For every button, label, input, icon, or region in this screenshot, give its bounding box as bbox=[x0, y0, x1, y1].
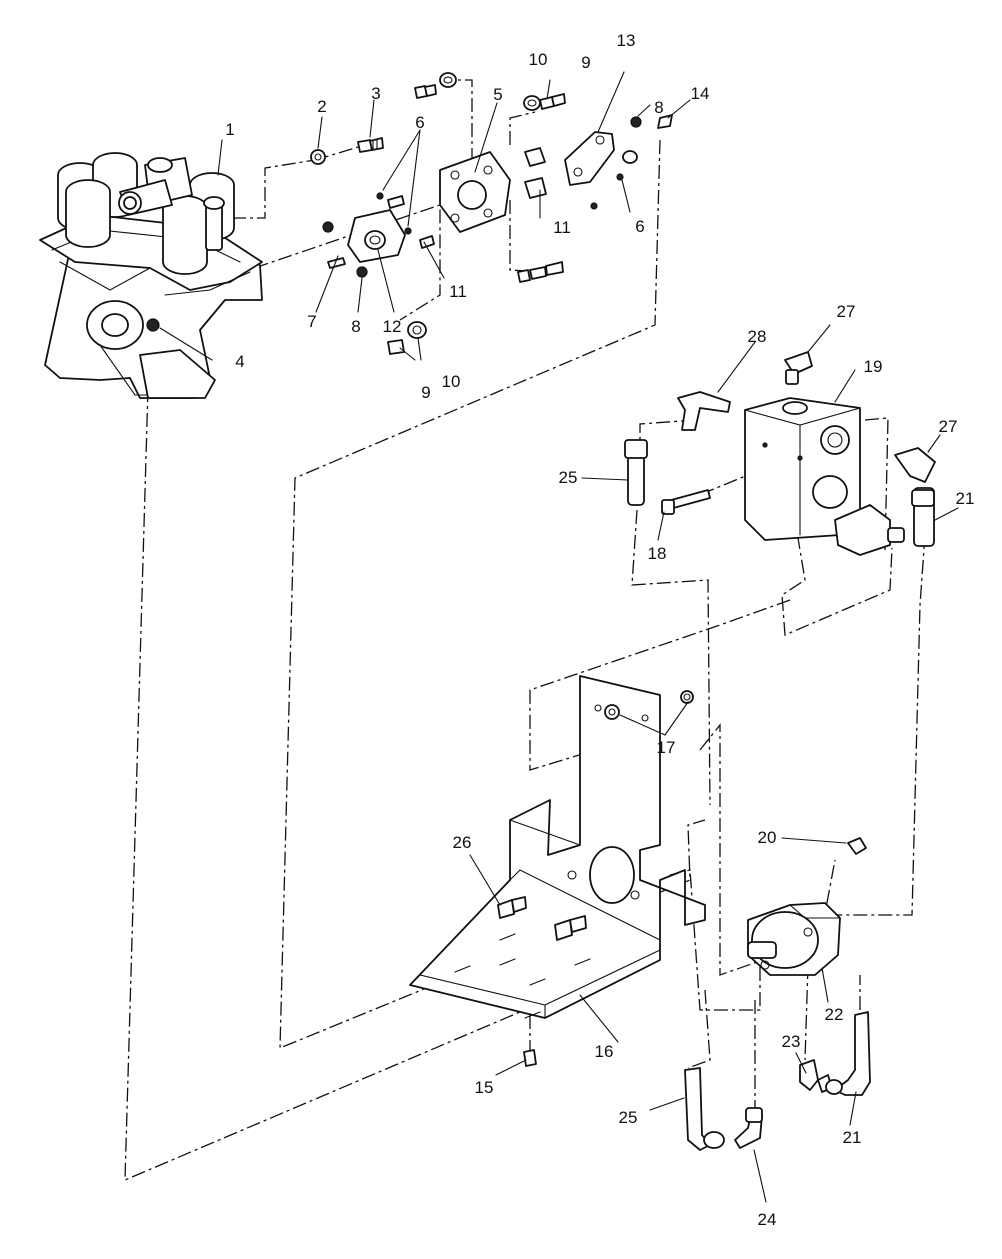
callout-10-upper: 10 bbox=[529, 50, 548, 69]
callout-27-upper: 27 bbox=[837, 302, 856, 321]
fittings bbox=[624, 351, 936, 547]
callout-25-upper: 25 bbox=[559, 468, 578, 487]
sleeves bbox=[524, 147, 547, 199]
callout-8-upper: 8 bbox=[654, 98, 663, 117]
callout-17: 17 bbox=[657, 738, 676, 757]
callout-27-right: 27 bbox=[939, 417, 958, 436]
callout-14: 14 bbox=[691, 84, 710, 103]
leader-lines bbox=[159, 71, 959, 1203]
lower-hoses bbox=[684, 1011, 871, 1151]
hydraulic-motor bbox=[747, 837, 867, 976]
callout-7: 7 bbox=[307, 312, 316, 331]
callout-9-upper: 9 bbox=[581, 53, 590, 72]
callout-24: 24 bbox=[758, 1210, 777, 1229]
mount-plate bbox=[564, 114, 673, 210]
callout-11-right: 11 bbox=[553, 218, 571, 237]
pump-body bbox=[39, 152, 263, 399]
callout-18: 18 bbox=[648, 544, 667, 563]
callout-6-right: 6 bbox=[635, 217, 644, 236]
callout-25-lower: 25 bbox=[619, 1108, 638, 1127]
callout-21-lower: 21 bbox=[843, 1128, 862, 1147]
callout-4: 4 bbox=[235, 352, 244, 371]
callout-5: 5 bbox=[493, 85, 502, 104]
flange-plate bbox=[439, 151, 511, 233]
callout-21-upper: 21 bbox=[956, 489, 975, 508]
callout-16: 16 bbox=[595, 1042, 614, 1061]
pump-hardware bbox=[310, 72, 566, 355]
mounting-bracket bbox=[409, 675, 706, 1067]
callout-8-lower: 8 bbox=[351, 317, 360, 336]
assembly-dashed-lines bbox=[124, 79, 926, 1181]
callout-10-lower: 10 bbox=[442, 372, 461, 391]
callout-1: 1 bbox=[225, 120, 234, 139]
callout-2: 2 bbox=[317, 97, 326, 116]
callout-13: 13 bbox=[617, 31, 636, 50]
small-flange bbox=[347, 209, 406, 263]
callout-12: 12 bbox=[383, 317, 402, 336]
valve-block bbox=[744, 397, 905, 556]
callout-9-lower: 9 bbox=[421, 383, 430, 402]
callout-22: 22 bbox=[825, 1005, 844, 1024]
callout-15: 15 bbox=[475, 1078, 494, 1097]
callout-19: 19 bbox=[864, 357, 883, 376]
callout-labels: 1 2 3 4 5 6 6 7 8 8 9 9 10 10 11 11 12 1… bbox=[225, 31, 974, 1229]
callout-23: 23 bbox=[782, 1032, 801, 1051]
callout-11-left: 11 bbox=[449, 282, 467, 301]
callout-20: 20 bbox=[758, 828, 777, 847]
callout-28: 28 bbox=[748, 327, 767, 346]
callout-26: 26 bbox=[453, 833, 472, 852]
callout-6-upper: 6 bbox=[415, 113, 424, 132]
callout-3: 3 bbox=[371, 84, 380, 103]
